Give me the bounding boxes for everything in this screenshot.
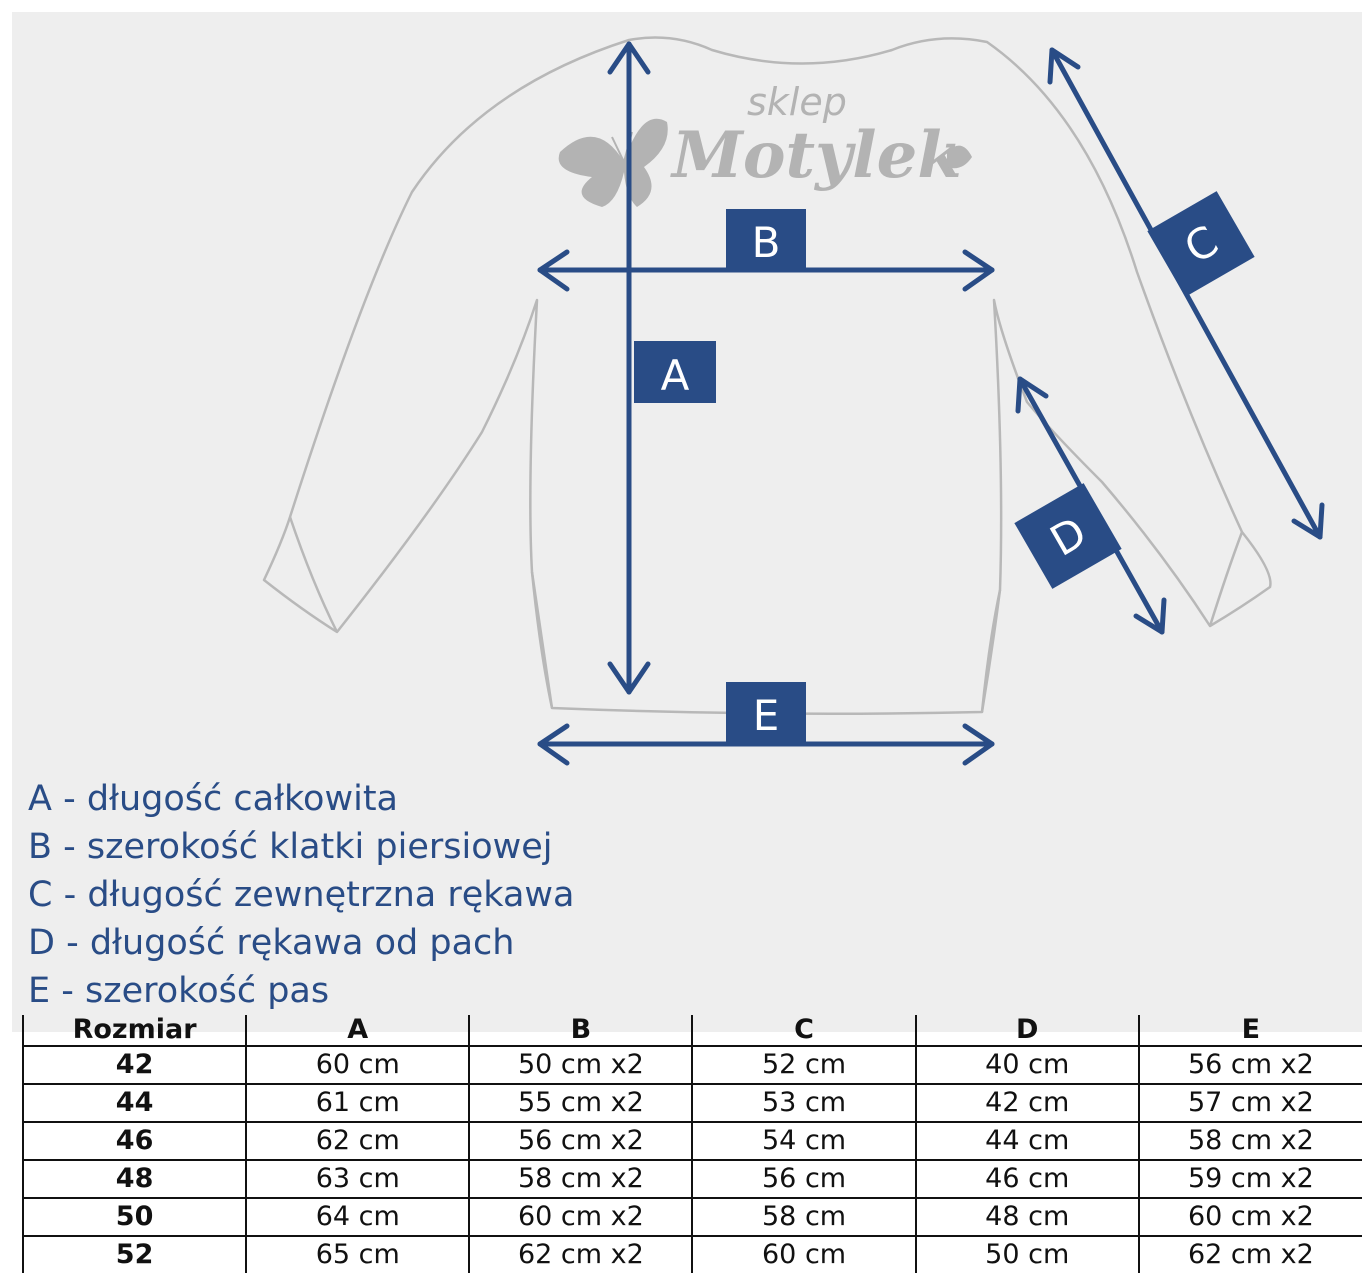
butterfly-icon <box>558 118 668 207</box>
label-box-e: E <box>726 682 806 744</box>
sweater-measurement-svg: sklep Motylek <box>262 36 1325 766</box>
watermark-top-text: sklep <box>747 80 847 124</box>
arrow-a <box>607 41 651 695</box>
sweater-outline <box>262 36 1272 716</box>
cell-size: 50 <box>21 1198 247 1237</box>
cell-d: 48 cm <box>914 1198 1139 1237</box>
cell-b: 55 cm x2 <box>468 1084 693 1123</box>
legend-item-d: D - długość rękawa od pach <box>28 923 515 963</box>
cell-c: 58 cm <box>691 1198 916 1237</box>
label-e: E <box>753 691 780 740</box>
legend-item-e: E - szerokość pas <box>28 971 330 1011</box>
header-a: A <box>245 1015 470 1047</box>
table-row: 42 60 cm 50 cm x2 52 cm 40 cm 56 cm x2 <box>21 1046 1362 1085</box>
cell-d: 46 cm <box>914 1160 1139 1199</box>
cell-e: 58 cm x2 <box>1137 1122 1362 1161</box>
table-row: 52 65 cm 62 cm x2 60 cm 50 cm 62 cm x2 <box>21 1236 1362 1273</box>
cell-d: 40 cm <box>914 1046 1139 1085</box>
cell-a: 63 cm <box>245 1160 470 1199</box>
cell-b: 60 cm x2 <box>468 1198 693 1237</box>
table-header-row: Rozmiar A B C D E <box>21 1015 1362 1047</box>
cell-e: 59 cm x2 <box>1137 1160 1362 1199</box>
label-box-b: B <box>726 209 806 271</box>
label-box-a: A <box>634 341 716 403</box>
header-e: E <box>1137 1015 1362 1047</box>
cell-e: 56 cm x2 <box>1137 1046 1362 1085</box>
header-b: B <box>468 1015 693 1047</box>
cell-c: 54 cm <box>691 1122 916 1161</box>
cell-a: 64 cm <box>245 1198 470 1237</box>
measurement-arrows <box>537 41 1325 766</box>
cell-e: 60 cm x2 <box>1137 1198 1362 1237</box>
table-row: 46 62 cm 56 cm x2 54 cm 44 cm 58 cm x2 <box>21 1122 1362 1161</box>
label-b: B <box>752 218 781 267</box>
cell-d: 44 cm <box>914 1122 1139 1161</box>
watermark-main-text: Motylek <box>670 118 962 193</box>
cell-b: 56 cm x2 <box>468 1122 693 1161</box>
legend-item-b: B - szerokość klatki piersiowej <box>28 827 553 867</box>
cell-c: 52 cm <box>691 1046 916 1085</box>
table-row: 44 61 cm 55 cm x2 53 cm 42 cm 57 cm x2 <box>21 1084 1362 1123</box>
small-butterfly-icon <box>947 145 972 169</box>
header-size: Rozmiar <box>21 1015 247 1047</box>
header-d: D <box>914 1015 1139 1047</box>
label-a: A <box>661 351 690 400</box>
cell-size: 48 <box>21 1160 247 1199</box>
cell-c: 60 cm <box>691 1236 916 1273</box>
watermark-logo: sklep Motylek <box>558 80 972 207</box>
cell-d: 50 cm <box>914 1236 1139 1273</box>
cell-d: 42 cm <box>914 1084 1139 1123</box>
cell-a: 60 cm <box>245 1046 470 1085</box>
cell-a: 62 cm <box>245 1122 470 1161</box>
cell-c: 53 cm <box>691 1084 916 1123</box>
cell-size: 46 <box>21 1122 247 1161</box>
cell-e: 57 cm x2 <box>1137 1084 1362 1123</box>
cell-a: 65 cm <box>245 1236 470 1273</box>
cell-size: 44 <box>21 1084 247 1123</box>
cell-c: 56 cm <box>691 1160 916 1199</box>
label-box-d: D <box>1014 483 1122 589</box>
cell-e: 62 cm x2 <box>1137 1236 1362 1273</box>
measurement-legend: A - długość całkowita B - szerokość klat… <box>28 775 574 1015</box>
cell-b: 58 cm x2 <box>468 1160 693 1199</box>
label-box-c: C <box>1147 191 1255 297</box>
sweater-diagram: sklep Motylek <box>12 12 1362 1032</box>
cell-b: 50 cm x2 <box>468 1046 693 1085</box>
cell-size: 52 <box>21 1236 247 1273</box>
header-c: C <box>691 1015 916 1047</box>
table-row: 48 63 cm 58 cm x2 56 cm 46 cm 59 cm x2 <box>21 1160 1362 1199</box>
size-table: Rozmiar A B C D E 42 60 cm 50 cm x2 52 c… <box>21 1015 1362 1273</box>
table-row: 50 64 cm 60 cm x2 58 cm 48 cm 60 cm x2 <box>21 1198 1362 1237</box>
cell-b: 62 cm x2 <box>468 1236 693 1273</box>
cell-a: 61 cm <box>245 1084 470 1123</box>
legend-item-c: C - długość zewnętrzna rękawa <box>28 875 575 915</box>
legend-item-a: A - długość całkowita <box>28 779 398 819</box>
cell-size: 42 <box>21 1046 247 1085</box>
